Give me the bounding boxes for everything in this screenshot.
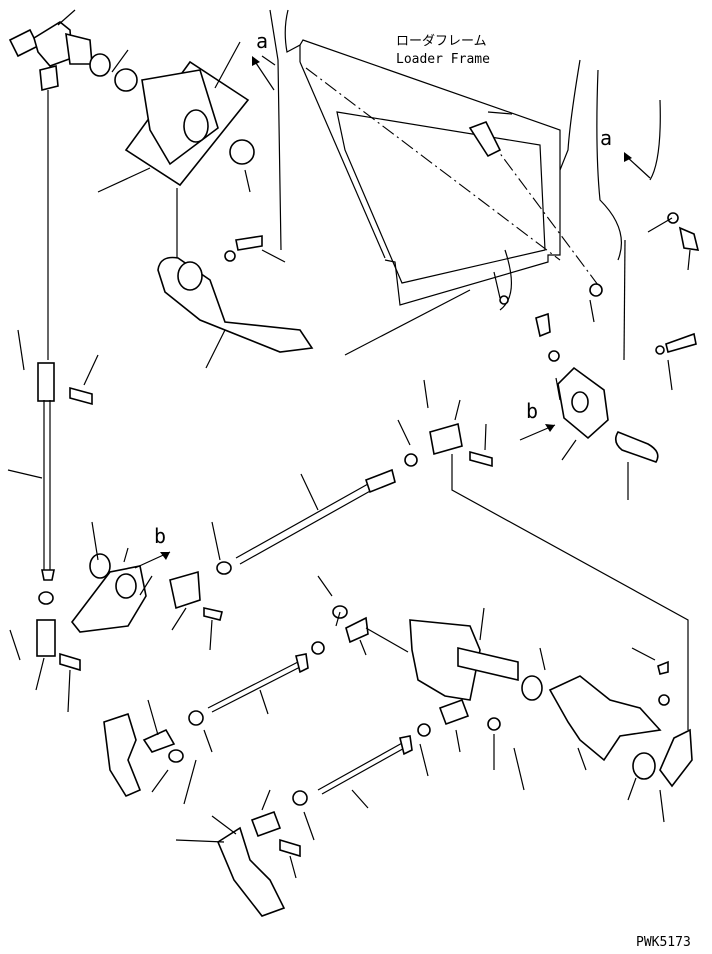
view-b-label-left: b [154,524,166,548]
view-a-label-top: a [256,29,268,53]
right-bracket [252,56,700,500]
view-b-label-right: b [526,399,538,423]
frame-label-jp: ローダフレーム [396,34,487,49]
loader-frame [269,9,661,361]
frame-label-en: Loader Frame [396,52,490,67]
vertical-rod [7,354,99,713]
linkage-rods [70,379,693,917]
pedal-assembly [8,9,314,371]
drawing-code: PWK5173 [636,935,691,950]
view-a-label-right: a [600,126,612,150]
